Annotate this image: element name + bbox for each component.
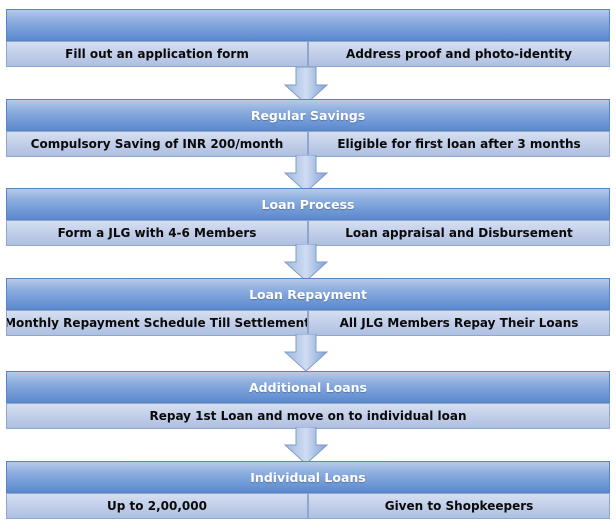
- down-arrow-icon: [283, 334, 329, 372]
- stage-header: Individual Loans: [6, 461, 610, 493]
- down-arrow-icon: [283, 67, 329, 105]
- stage-item: Form a JLG with 4-6 Members: [6, 220, 308, 246]
- stage-header: Loan Repayment: [6, 278, 610, 310]
- stage-title: Regular Savings: [250, 107, 366, 123]
- down-arrow-icon: [283, 155, 329, 193]
- stage-item-label: Fill out an application form: [65, 47, 249, 61]
- stage-title: Loan Repayment: [249, 286, 367, 302]
- stage-item-label: Address proof and photo-identity: [346, 47, 572, 61]
- stage-item-label: Compulsory Saving of INR 200/month: [30, 137, 284, 151]
- stage-item: Compulsory Saving of INR 200/month: [6, 131, 308, 157]
- stage-item-label: Eligible for first loan after 3 months: [337, 137, 581, 151]
- stage-items-row: Monthly Repayment Schedule Till Settleme…: [6, 310, 610, 336]
- stage-item-label: Up to 2,00,000: [107, 499, 207, 513]
- stage-title: Loan Process: [261, 196, 355, 212]
- stage-item: Up to 2,00,000: [6, 493, 308, 519]
- stage-item: Address proof and photo-identity: [308, 41, 610, 67]
- down-arrow-icon: [283, 427, 329, 465]
- stage-header: [6, 9, 610, 41]
- stage-items-row: Form a JLG with 4-6 Members Loan apprais…: [6, 220, 610, 246]
- stage-header: Regular Savings: [6, 99, 610, 131]
- stage-item-label: Loan appraisal and Disbursement: [345, 226, 573, 240]
- stage-item-label: Given to Shopkeepers: [384, 499, 534, 513]
- stage-item: Loan appraisal and Disbursement: [308, 220, 610, 246]
- stage-items-row: Up to 2,00,000 Given to Shopkeepers: [6, 493, 610, 519]
- stage-item-label: Monthly Repayment Schedule Till Settleme…: [6, 316, 308, 330]
- stage-item: Eligible for first loan after 3 months: [308, 131, 610, 157]
- stage-header: Loan Process: [6, 188, 610, 220]
- down-arrow-icon: [283, 244, 329, 282]
- stage-item: Fill out an application form: [6, 41, 308, 67]
- stage-items-row: Compulsory Saving of INR 200/month Eligi…: [6, 131, 610, 157]
- stage-item-label: Form a JLG with 4-6 Members: [57, 226, 257, 240]
- stage-items-row: Repay 1st Loan and move on to individual…: [6, 403, 610, 429]
- stage-header: Additional Loans: [6, 371, 610, 403]
- stage-item: Given to Shopkeepers: [308, 493, 610, 519]
- stage-item-label: All JLG Members Repay Their Loans: [339, 316, 579, 330]
- stage-title: Additional Loans: [249, 379, 367, 395]
- stage-item: Monthly Repayment Schedule Till Settleme…: [6, 310, 308, 336]
- stage-item-label: Repay 1st Loan and move on to individual…: [149, 409, 467, 423]
- stage-items-row: Fill out an application form Address pro…: [6, 41, 610, 67]
- stage-item: Repay 1st Loan and move on to individual…: [6, 403, 610, 429]
- stage-title: Individual Loans: [250, 469, 366, 485]
- stage-item: All JLG Members Repay Their Loans: [308, 310, 610, 336]
